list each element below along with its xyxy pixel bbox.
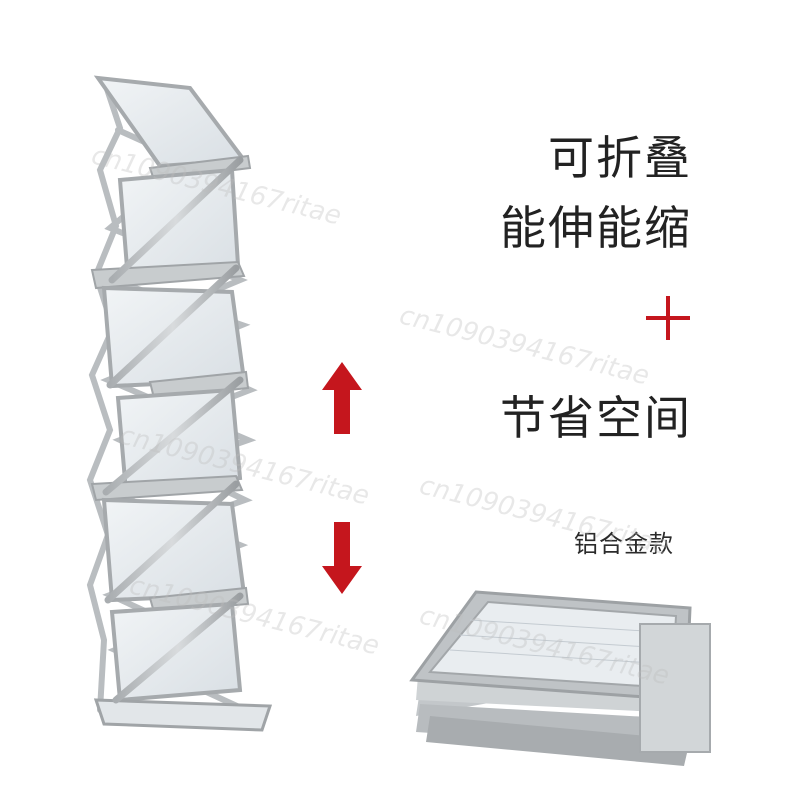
plus-icon — [646, 296, 690, 340]
arrow-down-icon — [322, 522, 362, 594]
headline-foldable: 可折叠 — [548, 131, 692, 185]
material-label: 铝合金款 — [574, 530, 674, 558]
headline-extendable: 能伸能缩 — [500, 201, 692, 255]
headline-space-saving: 节省空间 — [500, 391, 692, 445]
arrow-up-icon — [322, 362, 362, 434]
